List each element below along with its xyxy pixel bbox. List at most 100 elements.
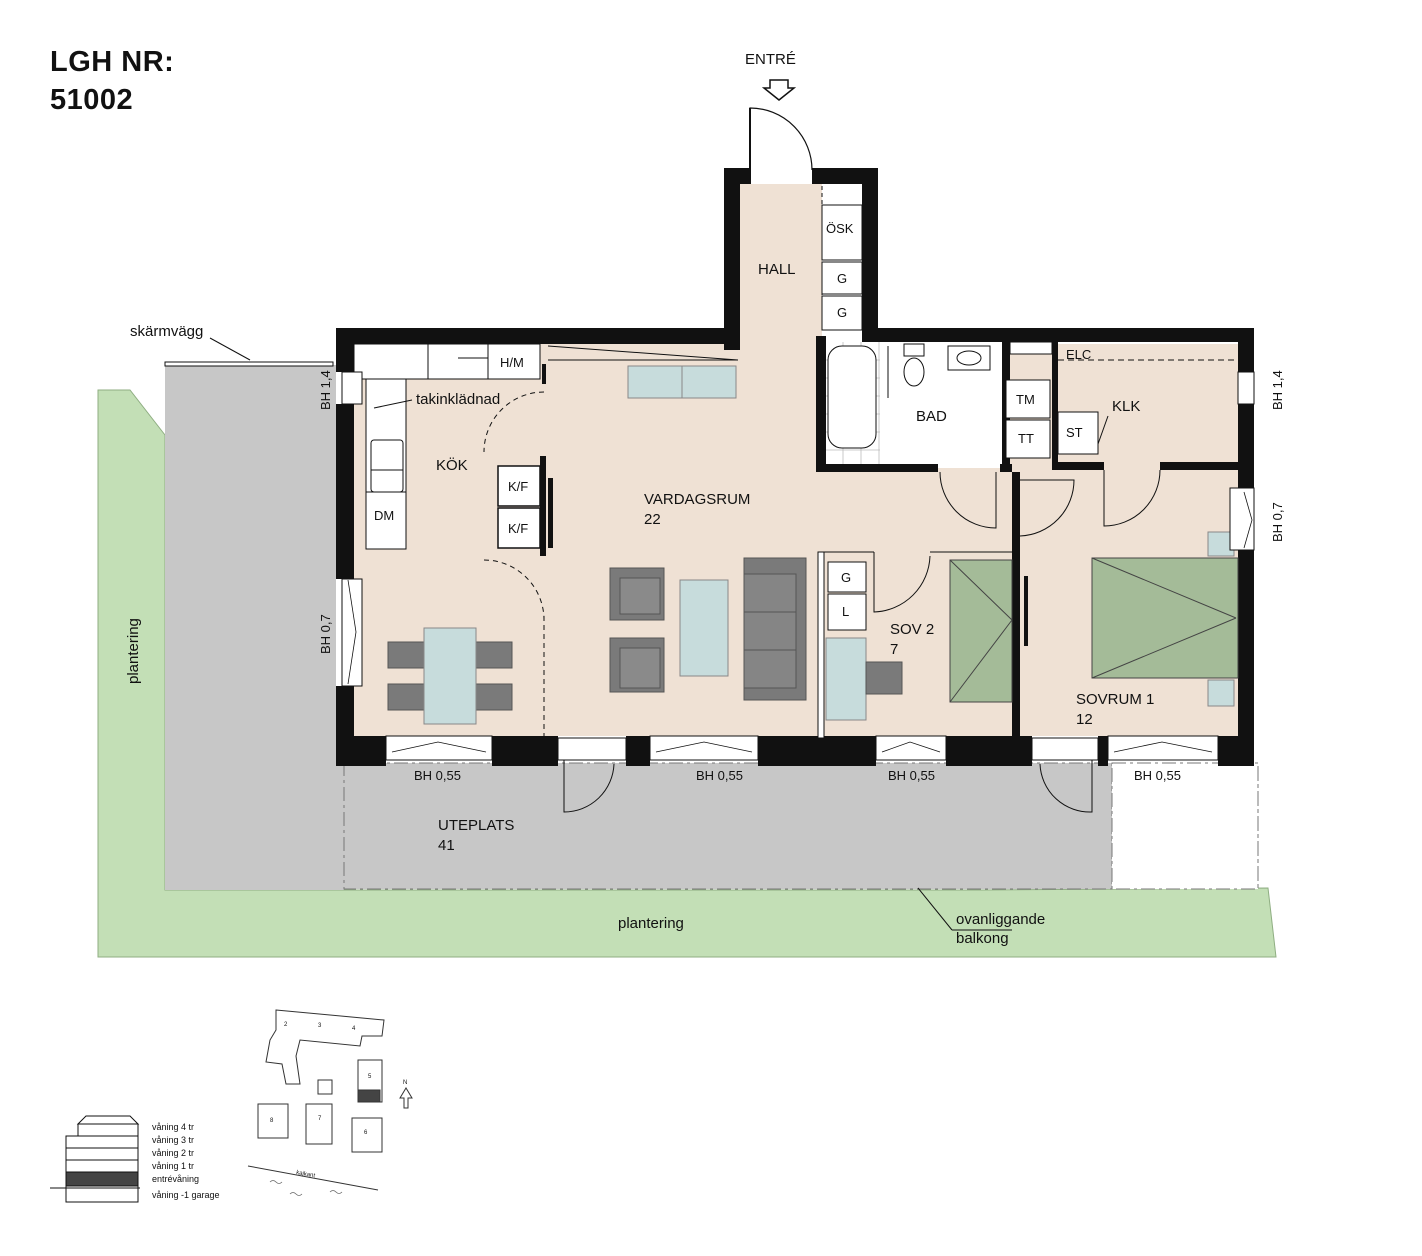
sofa [743,557,807,701]
label-plantering-bottom: plantering [618,915,684,932]
label-bh-bottom-3: BH 0,55 [888,768,935,783]
dining-table [423,627,477,725]
dishwasher [365,491,407,550]
room-kok: KÖK [436,456,468,474]
sov2-door [873,552,931,613]
label-balkong: balkong [956,930,1009,947]
sov2-wall-left [817,551,825,739]
svg-text:våning 2 tr: våning 2 tr [152,1148,194,1158]
nightstand-bottom [1207,679,1235,707]
room-bad: BAD [916,408,947,425]
fixture-tt: TT [1018,431,1034,446]
dryer [1005,419,1051,459]
entry-arrow-icon [761,79,797,101]
label-bh-right-mid: BH 0,7 [1270,502,1285,542]
fixture-g1: G [837,271,847,286]
takinkladnad-pointer [373,399,413,409]
windows-bottom [385,735,1219,761]
svg-text:8: 8 [270,1118,274,1124]
room-vardagsrum-area: 22 [644,511,661,528]
label-bh-bottom-4: BH 0,55 [1134,768,1181,783]
terrace-doors [557,737,1099,813]
fixture-osk: ÖSK [826,221,854,236]
stair-lines [427,344,488,379]
room-klk: KLK [1112,398,1140,415]
svg-text:6: 6 [364,1130,368,1136]
fixture-dm: DM [374,508,394,523]
toilet-tank [903,343,925,357]
svg-text:våning -1 garage: våning -1 garage [152,1190,220,1200]
fixture-kf1: K/F [508,479,528,494]
windows-side [341,371,1255,687]
sov2-wardrobe-g [827,561,867,593]
label-bh-left-mid: BH 0,7 [318,614,333,654]
sov2-bed-lines [949,559,1013,703]
double-bed [1091,557,1239,679]
elc-cabinet [1009,341,1053,355]
room-sovrum1-area: 12 [1076,711,1093,728]
room-sov2: SOV 2 [890,621,934,638]
klk-pointer [1097,415,1109,445]
svg-text:våning 4 tr: våning 4 tr [152,1122,194,1132]
floor-legend [50,1115,140,1203]
label-skarmvagg: skärmvägg [130,323,203,340]
washer [1005,379,1051,419]
terrace [343,762,1113,890]
klk-storage-shelf [1057,411,1099,455]
label-bh-bottom-2: BH 0,55 [696,768,743,783]
screen-wall [164,361,334,367]
sov2-wardrobe-l [827,593,867,631]
svg-text:5: 5 [368,1074,372,1080]
svg-text:7: 7 [318,1116,322,1122]
fixture-kf2: K/F [508,521,528,536]
room-sov2-area: 7 [890,641,898,658]
toilet-icon [903,357,925,387]
coffee-table [679,579,729,677]
planting-area-left [97,389,1277,958]
sov2-bed [949,559,1013,703]
site-plan-numbers: 2 3 4 5 6 7 8 kajkant [270,1022,372,1179]
svg-text:kajkant: kajkant [296,1170,316,1179]
north-label: N [403,1080,407,1086]
fixture-g2: G [837,305,847,320]
svg-text:entrévåning: entrévåning [152,1174,199,1184]
bathroom-door [939,471,997,529]
desk-chair [865,661,903,695]
apartment-number-label: LGH NR: [50,46,175,78]
hall-closets [821,204,863,331]
fixture-st: ST [1066,425,1083,440]
balcony-pointer [917,887,953,931]
fixture-g-sov: G [841,570,851,585]
room-sovrum1: SOVRUM 1 [1076,691,1154,708]
floor-legend-labels: våning 4 tr våning 3 tr våning 2 tr våni… [152,1122,220,1200]
svg-text:våning 3 tr: våning 3 tr [152,1135,194,1145]
north-arrow-icon [399,1087,413,1109]
label-takinkladnad: takinklädnad [416,391,500,408]
walls [336,168,1254,766]
label-bh-bottom-1: BH 0,55 [414,768,461,783]
washbasin-bowl [956,350,982,366]
water-marks [269,1180,343,1196]
kitchen-opening-arc-bottom [483,559,545,621]
sov2-wardrobe-slide [1024,576,1028,646]
window-lines [391,741,1213,753]
desk [825,637,867,721]
apartment-number: 51002 [50,84,134,116]
skarmvagg-pointer [209,337,251,361]
room-uteplats: UTEPLATS [438,817,514,834]
armchairs [609,567,665,693]
sink-icon [370,439,404,493]
kitchen-upper [353,343,489,380]
site-plan [247,1009,385,1191]
fixture-l-sov: L [842,604,849,619]
entry-label: ENTRÉ [745,51,796,68]
entry-door-swing [749,107,813,184]
label-ovanliggande: ovanliggande [956,911,1045,928]
label-bh-right-top: BH 1,4 [1270,370,1285,410]
kitchen-opening-arc-top [483,391,545,453]
room-hall: HALL [758,261,796,278]
label-plantering-left: plantering [125,618,142,684]
klk-door [1103,469,1161,527]
freezer [497,507,541,549]
